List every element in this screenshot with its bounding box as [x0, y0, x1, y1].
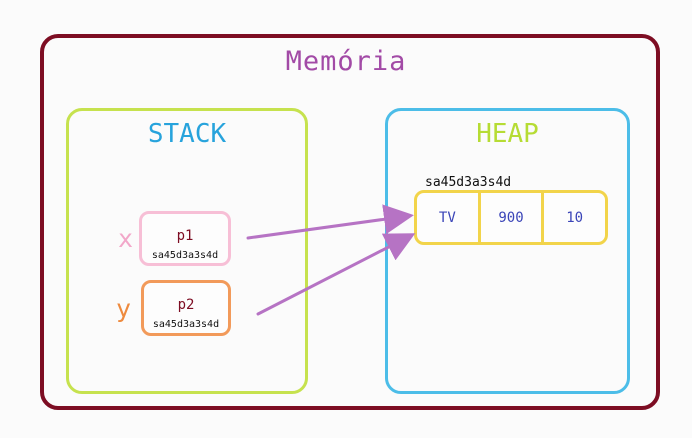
object-addr: sa45d3a3s4d	[425, 175, 512, 190]
memory-title: Memória	[285, 46, 407, 77]
object-field-3: 10	[541, 193, 605, 242]
memory-frame	[40, 34, 660, 410]
heap-title: HEAP	[476, 119, 539, 149]
heap-object: TV 900 10	[414, 190, 608, 245]
object-field-2: 900	[477, 193, 542, 242]
var-x-box: p1 sa45d3a3s4d	[139, 211, 231, 266]
var-y-box: p2 sa45d3a3s4d	[141, 280, 231, 336]
arrow-x-to-object	[246, 204, 414, 240]
arrow-y-to-object	[256, 233, 416, 316]
stack-panel: STACK	[66, 108, 308, 394]
var-x-addr: sa45d3a3s4d	[151, 250, 219, 261]
var-y-name: y	[116, 294, 132, 323]
object-field-1: TV	[438, 209, 456, 226]
var-y-ref: p2	[177, 297, 195, 313]
stack-title: STACK	[147, 119, 227, 149]
var-x-name: x	[118, 224, 134, 253]
var-x-ref: p1	[176, 228, 194, 244]
var-y-addr: sa45d3a3s4d	[152, 319, 220, 330]
